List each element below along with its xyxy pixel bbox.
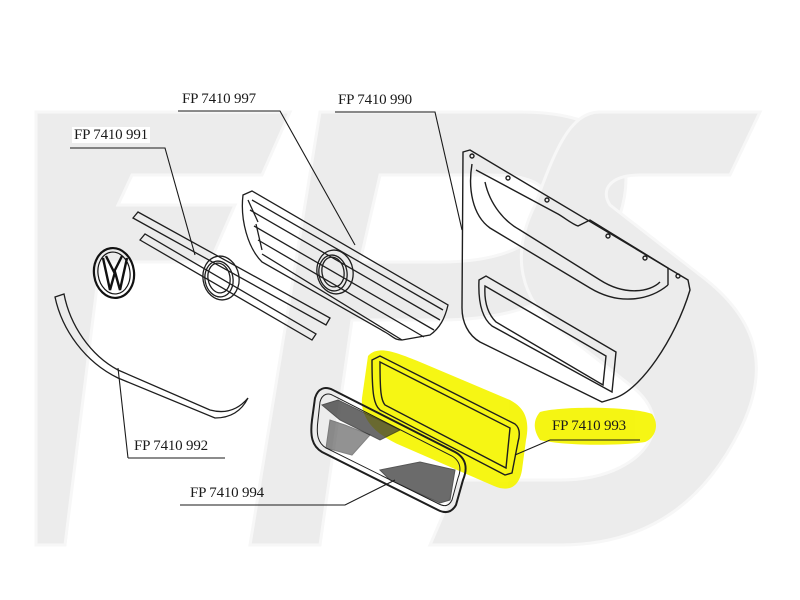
label-p991: FP 7410 991 <box>72 127 150 143</box>
part-993-lower-frame <box>371 355 520 476</box>
part-991-slats <box>131 211 331 341</box>
label-p994: FP 7410 994 <box>190 485 264 501</box>
label-p990: FP 7410 990 <box>338 92 412 108</box>
part-994-mesh-grille <box>310 387 467 514</box>
leader-lines <box>70 110 640 506</box>
label-p997: FP 7410 997 <box>182 91 256 107</box>
watermark-fps <box>34 110 763 547</box>
part-997-upper-grille <box>241 190 449 341</box>
part-992-trim-strip <box>54 293 249 419</box>
label-p992: FP 7410 992 <box>134 438 208 454</box>
highlight-p993 <box>361 350 656 489</box>
part-990-frame <box>461 149 691 403</box>
label-p993: FP 7410 993 <box>552 418 626 434</box>
vw-emblem <box>92 246 136 300</box>
